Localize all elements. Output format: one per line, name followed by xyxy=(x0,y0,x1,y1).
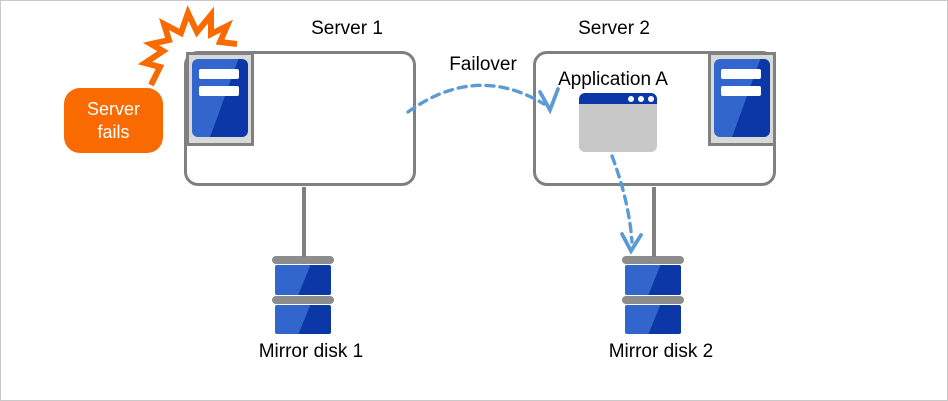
disk-cap xyxy=(622,296,684,304)
server2-title: Server 2 xyxy=(578,18,650,39)
server1-title: Server 1 xyxy=(311,18,383,39)
window-dot-icon xyxy=(648,95,654,102)
disk-cap xyxy=(272,296,334,304)
server-fails-callout: Server fails xyxy=(64,88,163,153)
app-window-body xyxy=(579,104,657,152)
window-dot-icon xyxy=(628,95,634,102)
callout-line2: fails xyxy=(97,121,130,142)
mirror-disk1-icon xyxy=(272,256,334,334)
app-window-titlebar xyxy=(579,93,657,104)
disk-platter xyxy=(625,265,681,295)
tower-slot xyxy=(199,86,239,96)
tower-slot xyxy=(199,69,239,79)
disk-platter xyxy=(625,305,681,334)
window-dot-icon xyxy=(638,95,644,102)
app-to-disk-arrowhead xyxy=(620,232,643,255)
disk-cap xyxy=(272,256,334,264)
tower-slot xyxy=(721,86,761,96)
tower-slot xyxy=(721,69,761,79)
failover-label: Failover xyxy=(449,54,517,75)
disk-cap xyxy=(622,256,684,264)
server-tower-body xyxy=(192,59,248,137)
application-label: Application A xyxy=(558,69,668,90)
server-tower-body xyxy=(714,59,770,137)
server2-tower-icon xyxy=(708,52,776,146)
disk-platter xyxy=(275,305,331,334)
callout-line1: Server xyxy=(86,98,140,119)
disk2-label: Mirror disk 2 xyxy=(608,341,714,362)
disk-platter xyxy=(275,265,331,295)
mirror-disk2-icon xyxy=(622,256,684,334)
disk1-label: Mirror disk 1 xyxy=(258,341,364,362)
server1-tower-icon xyxy=(186,52,254,146)
app-window-icon xyxy=(579,93,657,152)
